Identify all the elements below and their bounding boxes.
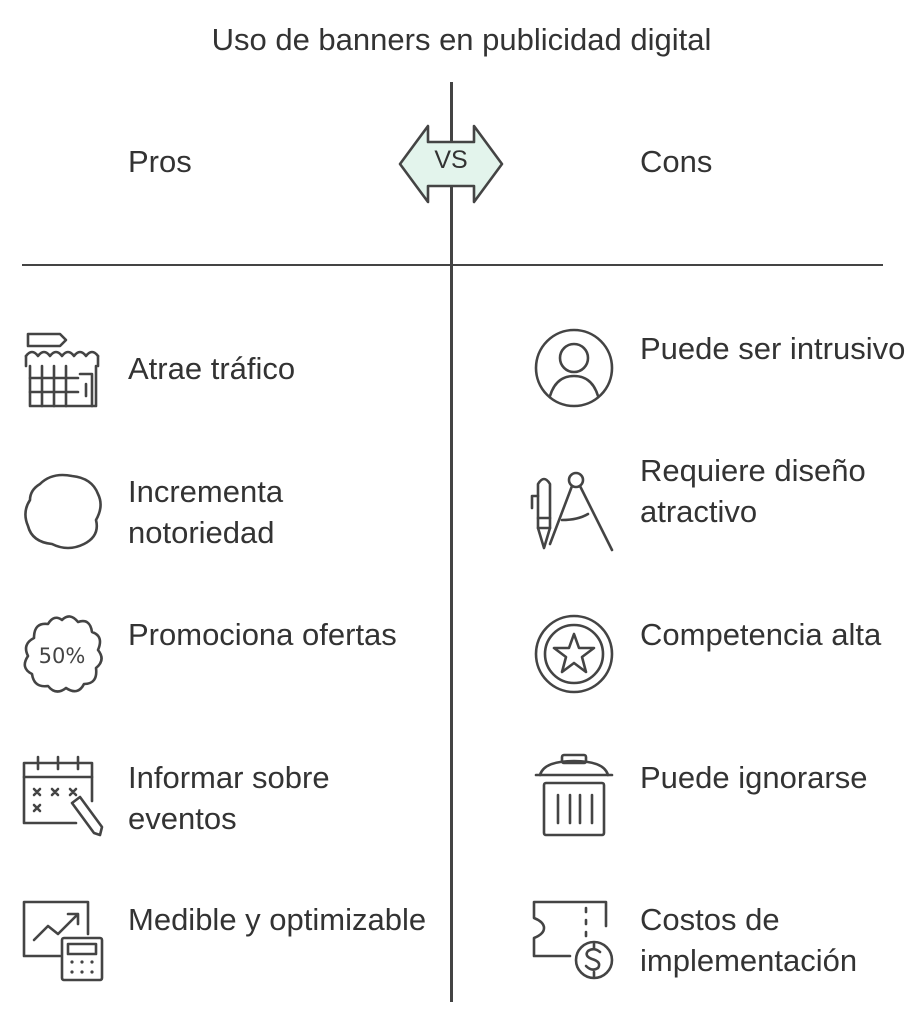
diagram-title: Uso de banners en publicidad digital <box>211 22 712 57</box>
pros-heading: Pros <box>128 144 192 179</box>
pro-item-4: Informar sobre eventos <box>128 760 330 836</box>
svg-text:50%: 50% <box>39 644 86 668</box>
pro-item-1: Atrae tráfico <box>128 351 296 386</box>
bubble-icon <box>22 470 102 550</box>
star-coin-icon <box>534 614 614 694</box>
vs-label: VS <box>434 146 468 174</box>
vertical-divider <box>450 82 453 1002</box>
design-tools-icon <box>530 470 614 552</box>
ticket-cost-icon <box>532 900 614 980</box>
con-item-1: Puede ser intrusivo <box>640 331 906 366</box>
con-item-3: Competencia alta <box>640 617 882 652</box>
con-item-5: Costos de implementación <box>640 902 858 978</box>
analytics-calculator-icon <box>22 900 104 982</box>
cons-heading: Cons <box>640 144 713 179</box>
vs-badge <box>398 122 504 206</box>
con-item-4: Puede ignorarse <box>640 760 868 795</box>
horizontal-divider <box>22 264 883 266</box>
user-icon <box>534 328 614 408</box>
pro-item-5: Medible y optimizable <box>128 902 427 937</box>
con-item-2: Requiere diseño atractivo <box>640 453 866 529</box>
trash-icon <box>534 753 614 837</box>
shop-icon <box>22 326 102 408</box>
pro-item-3: Promociona ofertas <box>128 617 397 652</box>
calendar-icon <box>22 755 104 837</box>
pro-item-2: Incrementa notoriedad <box>128 474 284 550</box>
discount-badge-icon: 50% <box>22 614 103 694</box>
